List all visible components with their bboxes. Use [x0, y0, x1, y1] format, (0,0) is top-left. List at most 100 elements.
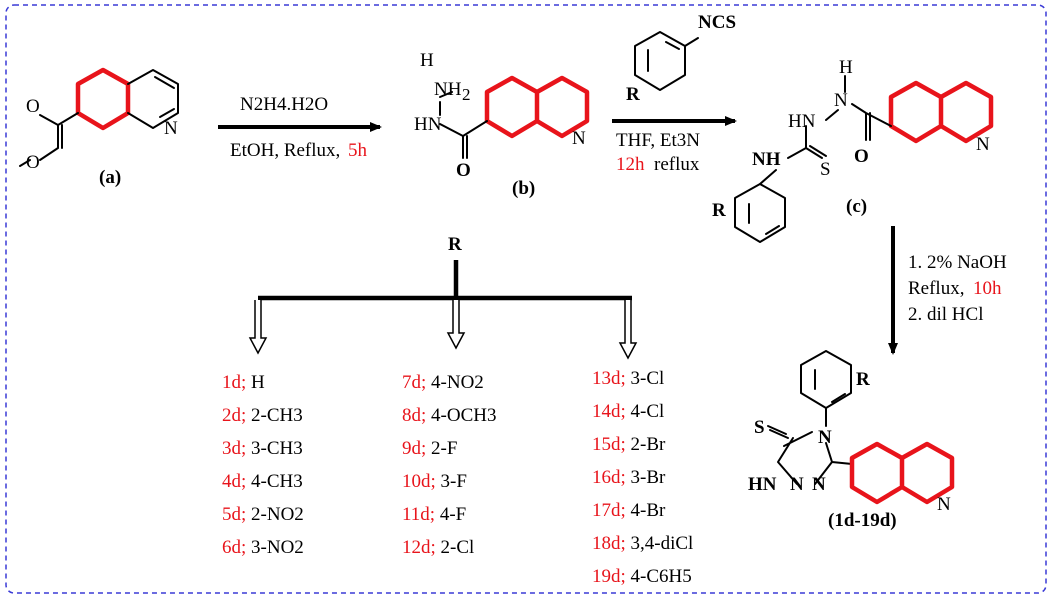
- compound-b-structure: N O HN NH 2 H (b): [414, 50, 590, 199]
- condition-acid: 2. dil HCl: [908, 304, 983, 325]
- substituent-entry: 18d; 3,4-diCl: [592, 533, 693, 554]
- compound-id: 6d;: [222, 537, 246, 558]
- atom-o: O: [456, 160, 471, 181]
- atom-s: S: [820, 159, 831, 180]
- substituent-entry: 5d; 2-NO2: [222, 504, 304, 525]
- compound-id: 11d;: [402, 504, 435, 525]
- branch-arrow-1: [248, 300, 268, 355]
- substituent-entry: 13d; 3-Cl: [592, 368, 664, 389]
- dashed-border: [5, 4, 1047, 594]
- compound-id: 2d;: [222, 405, 246, 426]
- compound-id: 3d;: [222, 438, 246, 459]
- substituent-r: 3-F: [436, 471, 467, 492]
- atom-o: O: [26, 152, 40, 173]
- compound-a-structure: N O O (a): [19, 67, 179, 188]
- compound-id: 19d;: [592, 566, 626, 587]
- substituent-entry: 8d; 4-OCH3: [402, 405, 496, 426]
- atom-n: N: [812, 474, 826, 495]
- compound-label-b: (b): [512, 178, 535, 199]
- substituent-r: 4-OCH3: [426, 405, 496, 426]
- tree-header-r: R: [448, 234, 462, 255]
- compound-id: 13d;: [592, 368, 626, 389]
- atom-r: R: [626, 84, 640, 105]
- condition-solvent-2: THF, Et3N: [616, 130, 700, 151]
- atom-n: N: [976, 134, 990, 155]
- substituent-r: 3-Br: [626, 467, 666, 488]
- atom-h: H: [839, 57, 853, 78]
- compound-id: 8d;: [402, 405, 426, 426]
- substituent-entry: 17d; 4-Br: [592, 500, 666, 521]
- substituent-tree: R: [248, 234, 638, 360]
- compound-id: 17d;: [592, 500, 626, 521]
- final-product-structure: R N N S HN N N (1d-19d): [748, 350, 955, 531]
- substituent-entry: 12d; 2-Cl: [402, 537, 474, 558]
- atom-s: S: [754, 417, 765, 438]
- branch-arrow-3: [618, 300, 638, 360]
- substituent-entry: 2d; 2-CH3: [222, 405, 303, 426]
- compound-id: 16d;: [592, 467, 626, 488]
- atom-n: N: [937, 494, 951, 515]
- atom-h: H: [420, 50, 434, 71]
- condition-reflux-2: reflux: [654, 154, 700, 175]
- substituent-r: 2-F: [426, 438, 457, 459]
- substituent-r: 4-C6H5: [626, 566, 692, 587]
- substituent-entry: 19d; 4-C6H5: [592, 566, 692, 587]
- substituent-entry: 15d; 2-Br: [592, 434, 666, 455]
- compound-id: 12d;: [402, 537, 436, 558]
- substituent-r: 2-NO2: [246, 504, 304, 525]
- substituent-r: 4-CH3: [246, 471, 302, 492]
- atom-hn: HN: [414, 114, 442, 135]
- compound-id: 18d;: [592, 533, 626, 554]
- condition-time-1: 5h: [348, 140, 368, 161]
- substituent-r: 4-NO2: [426, 372, 484, 393]
- substituent-r: 4-Br: [626, 500, 666, 521]
- atom-hn: HN: [788, 111, 816, 132]
- substituent-entry: 3d; 3-CH3: [222, 438, 303, 459]
- atom-nh2: NH: [434, 79, 462, 100]
- atom-n: N: [164, 118, 178, 139]
- substituent-entry: 16d; 3-Br: [592, 467, 666, 488]
- atom-r: R: [856, 369, 870, 390]
- compound-id: 14d;: [592, 401, 626, 422]
- substituent-r: 4-Cl: [626, 401, 665, 422]
- condition-reflux-3: Reflux,: [908, 278, 964, 299]
- condition-base: 1. 2% NaOH: [908, 252, 1007, 273]
- compound-id: 4d;: [222, 471, 246, 492]
- condition-solvent: EtOH, Reflux,: [230, 140, 340, 161]
- compound-id: 9d;: [402, 438, 426, 459]
- atom-r: R: [712, 200, 726, 221]
- atom-hn: HN: [748, 474, 777, 495]
- compound-id: 7d;: [402, 372, 426, 393]
- atom-n: N: [818, 427, 832, 448]
- atom-n: N: [790, 474, 804, 495]
- substituent-r: 3-Cl: [626, 368, 665, 389]
- substituent-entry: 9d; 2-F: [402, 438, 457, 459]
- subscript-2: 2: [462, 85, 471, 104]
- substituent-entry: 14d; 4-Cl: [592, 401, 664, 422]
- compound-id: 10d;: [402, 471, 436, 492]
- atom-n: N: [572, 128, 586, 149]
- compound-c-structure: N N H HN O S NH R (c): [712, 57, 994, 243]
- substituent-r: 4-F: [435, 504, 466, 525]
- substituent-entry: 4d; 4-CH3: [222, 471, 303, 492]
- compound-id: 1d;: [222, 372, 246, 393]
- compound-label-final: (1d-19d): [828, 510, 897, 531]
- substituent-r: 3-CH3: [246, 438, 302, 459]
- condition-time-3: 10h: [973, 278, 1002, 299]
- branch-arrow-2: [446, 300, 466, 350]
- atom-o: O: [26, 96, 40, 117]
- compound-label-a: (a): [99, 167, 121, 188]
- substituent-entry: 10d; 3-F: [402, 471, 467, 492]
- compound-id: 15d;: [592, 434, 626, 455]
- atom-nh: NH: [752, 149, 781, 170]
- substituent-r: 2-Cl: [436, 537, 475, 558]
- compound-id: 5d;: [222, 504, 246, 525]
- substituent-r: 3,4-diCl: [626, 533, 694, 554]
- substituent-entry: 6d; 3-NO2: [222, 537, 304, 558]
- atom-n: N: [834, 90, 848, 111]
- substituent-entry: 11d; 4-F: [402, 504, 466, 525]
